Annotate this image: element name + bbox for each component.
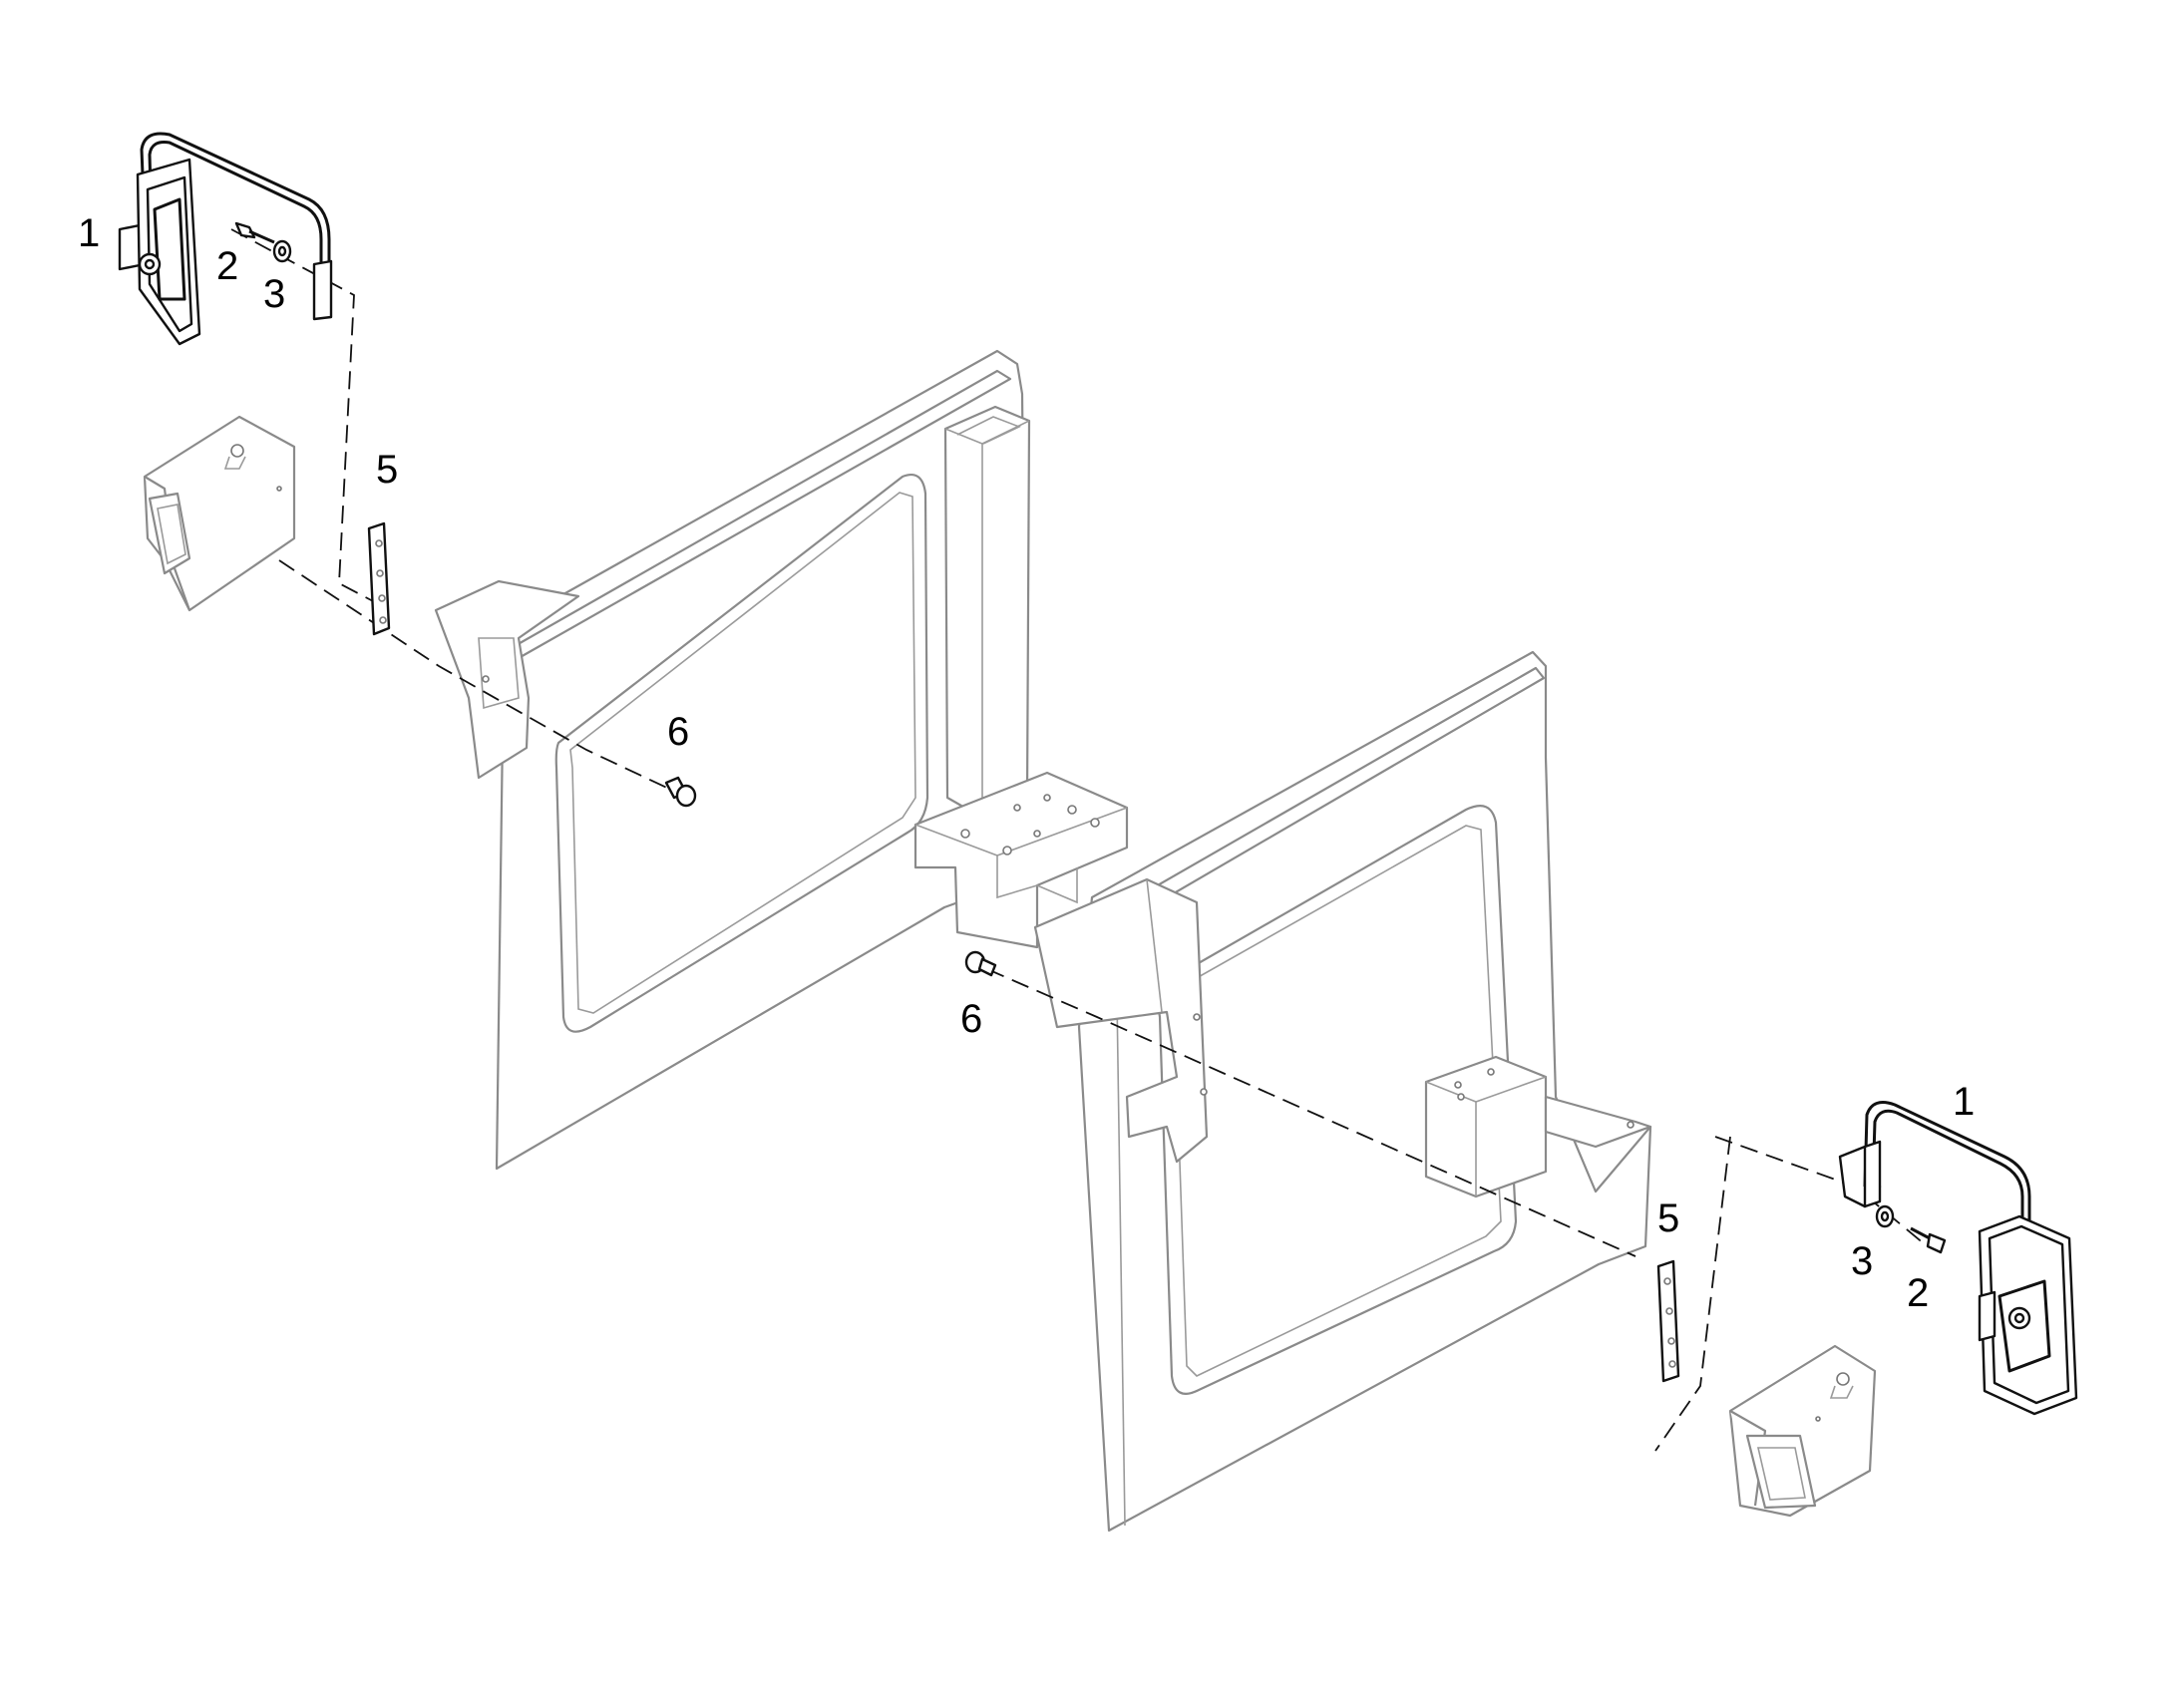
right-light-cover [1728,1344,1877,1518]
label-left-bracket: 5 [376,448,398,492]
label-right-bolt: 6 [960,997,982,1041]
left-screw [234,221,275,244]
right-screw [1910,1226,1947,1254]
left-bolt [664,776,697,808]
label-left-mirror: 1 [78,211,100,255]
callout-labels: 1 2 3 5 6 6 1 5 3 2 [78,211,1975,1315]
label-right-washer: 3 [1851,1239,1873,1283]
right-bracket-plate [1656,1259,1680,1383]
right-washer [1875,1204,1895,1228]
right-mirror-assembly [1838,1101,2078,1416]
left-mirror-assembly [118,132,333,346]
label-left-bolt: 6 [667,710,689,754]
label-left-screw: 2 [216,244,238,288]
right-door-frame [1077,650,1652,1533]
right-bolt [964,950,997,977]
cab-frame [434,349,1652,1533]
left-light-cover [143,415,296,612]
label-right-bracket: 5 [1657,1196,1679,1240]
label-right-mirror: 1 [1953,1080,1975,1124]
center-post [943,405,1031,820]
left-inner-bracket [434,579,580,780]
left-door-frame [495,349,1029,1171]
left-bracket-plate [367,521,391,636]
left-washer [272,239,292,263]
center-mount-block [913,771,1129,949]
right-inner-block [1033,877,1652,1198]
label-right-screw: 2 [1907,1271,1929,1315]
label-left-washer: 3 [263,272,285,316]
